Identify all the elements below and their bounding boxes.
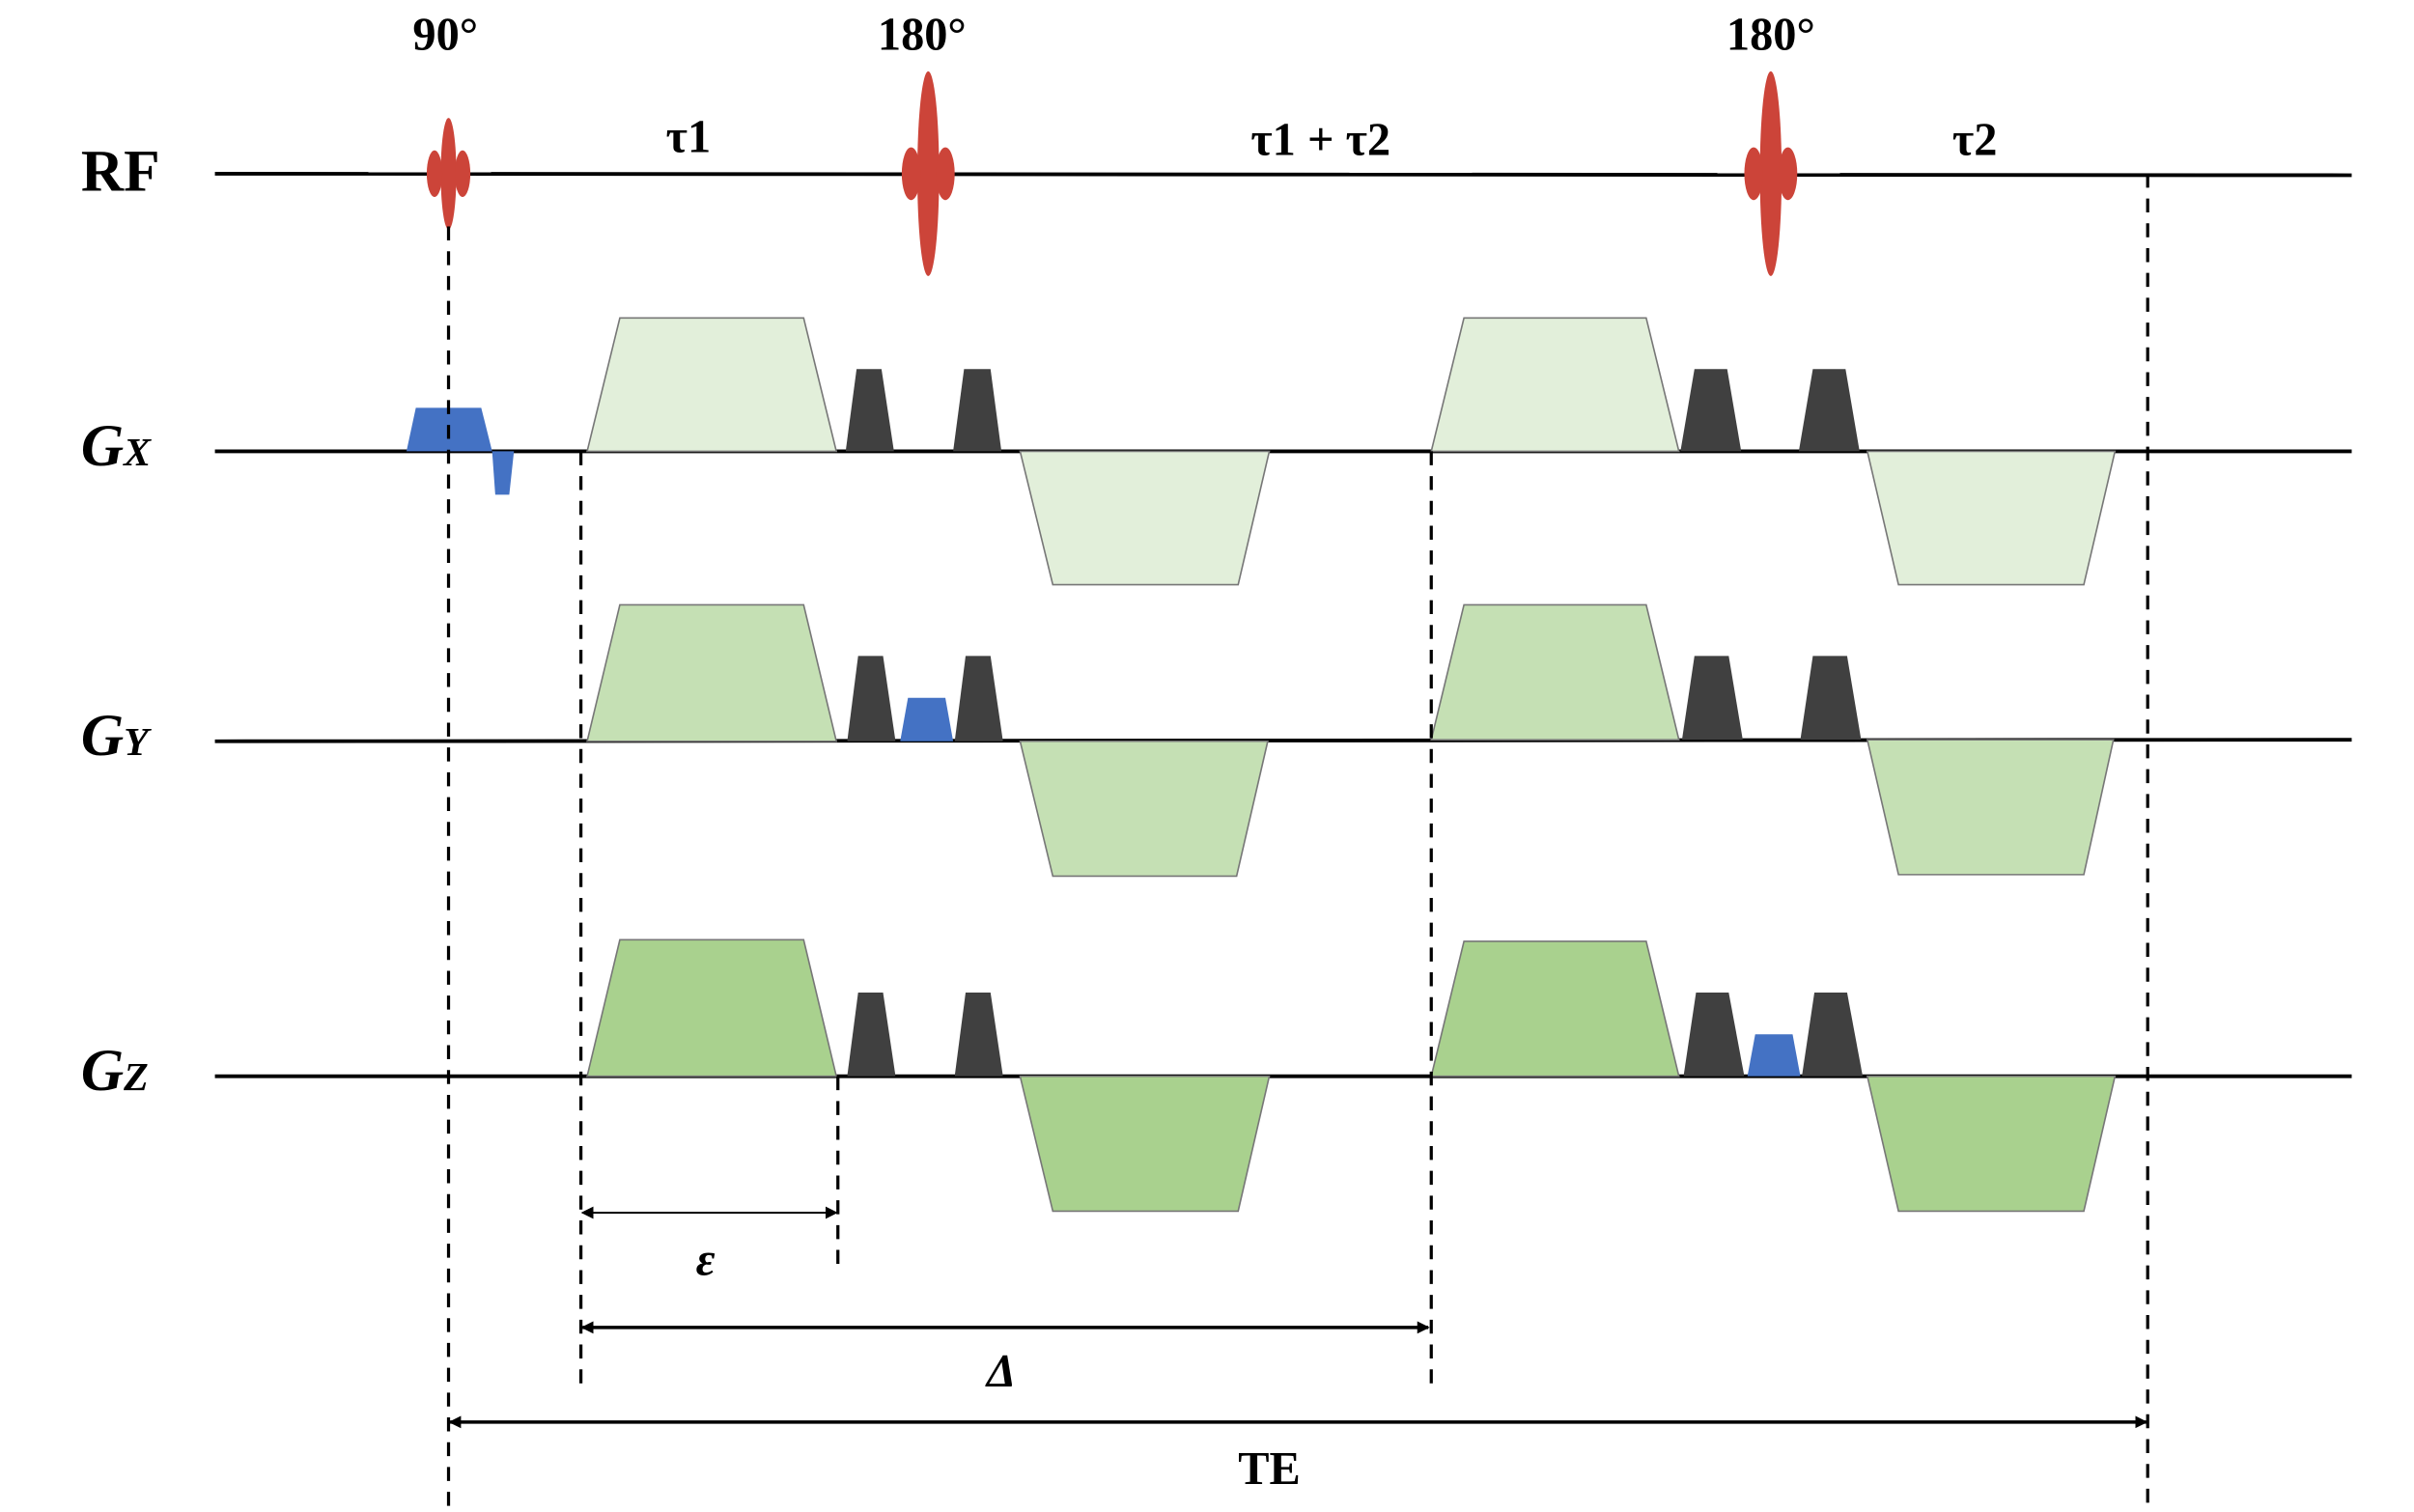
gy-diffusion-lobe (1430, 603, 1680, 741)
gz-crusher (847, 992, 896, 1077)
gz-diffusion-lobe (1019, 1075, 1271, 1213)
interval-tau1-plus-tau2: τ1 + τ2 (1250, 115, 1390, 166)
gx-diffusion-lobe (586, 317, 838, 453)
gy-gradients (586, 603, 2115, 878)
gz-diffusion-lobe (1866, 1075, 2117, 1213)
gx-crusher (845, 369, 894, 452)
gz-crusher (1802, 992, 1864, 1077)
gy-crusher (954, 656, 1003, 742)
gz-axis-label: GZ (81, 1038, 149, 1104)
gy-diffusion-lobe (1866, 739, 2115, 876)
rf-pulse-180-1 (901, 70, 955, 276)
gy-diffusion-lobe (586, 603, 838, 742)
gy-diffusion-lobe (1019, 740, 1269, 878)
gy-crusher (1681, 656, 1743, 741)
epsilon-label: ε (696, 1234, 716, 1285)
gx-negative-lobe (491, 451, 515, 495)
gx-diffusion-lobe (1430, 317, 1680, 453)
gx-crusher (1680, 369, 1742, 452)
gx-axis-label: GX (81, 413, 152, 479)
rf-pulse-180-2 (1744, 70, 1798, 276)
pulse-label-90: 90° (412, 9, 478, 60)
gz-diffusion-lobe (1430, 940, 1680, 1078)
rf-axis-label: RF (81, 139, 160, 205)
gx-diffusion-lobe (1866, 450, 2117, 586)
rf-baseline (214, 171, 2352, 178)
gz-blue-lobe (1747, 1034, 1801, 1077)
gz-diffusion-lobe (586, 938, 838, 1078)
interval-tau1: τ1 (666, 111, 711, 162)
gy-blue-lobe (900, 697, 954, 742)
gz-crusher (1683, 992, 1745, 1077)
gx-crusher (953, 369, 1002, 452)
gz-gradients (586, 938, 2117, 1213)
delta-label: Δ (985, 1346, 1016, 1397)
gx-diffusion-lobe (1019, 450, 1271, 586)
gz-crusher (954, 992, 1003, 1077)
interval-tau2: τ2 (1952, 115, 1997, 166)
pulse-label-180-1: 180° (878, 9, 967, 60)
gy-axis-label: GY (81, 703, 152, 769)
pulse-label-180-2: 180° (1726, 9, 1815, 60)
gx-crusher (1798, 369, 1860, 452)
rf-pulse-90 (426, 118, 471, 230)
gy-crusher (847, 656, 896, 742)
te-label: TE (1238, 1443, 1301, 1495)
gx-gradients (406, 317, 2117, 586)
gy-crusher (1800, 656, 1862, 741)
